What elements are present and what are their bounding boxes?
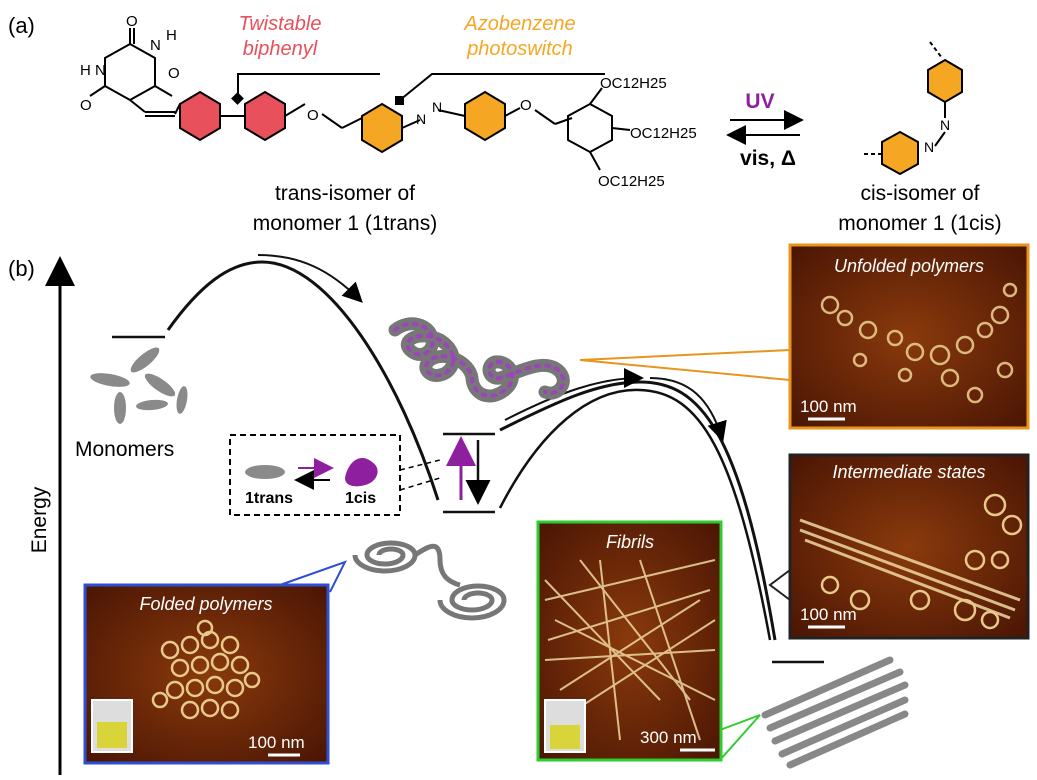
fibril-bundle-cartoon bbox=[761, 656, 909, 769]
unfolded-callout bbox=[579, 349, 791, 381]
atom-n: N bbox=[432, 99, 442, 115]
energy-axis-label: Energy bbox=[28, 486, 51, 553]
afm-folded-title: Folded polymers bbox=[139, 594, 272, 614]
biphenyl-rings bbox=[174, 90, 306, 142]
afm-intermediate-scale: 100 nm bbox=[800, 605, 857, 624]
intermediate-callout bbox=[768, 569, 791, 601]
panel-b-label: (b) bbox=[8, 256, 35, 281]
linker bbox=[321, 113, 363, 129]
barbiturate-group bbox=[89, 28, 175, 117]
azobenzene-rings bbox=[361, 90, 521, 154]
afm-unfolded-scale: 100 nm bbox=[800, 397, 857, 416]
chain-label: OC12H25 bbox=[598, 173, 665, 190]
monomer-cluster bbox=[90, 347, 188, 424]
folded-callout bbox=[279, 560, 348, 593]
twistable-label: Twistable bbox=[239, 13, 322, 35]
afm-fibrils-title: Fibrils bbox=[606, 532, 654, 552]
azobenzene-pointer-tip bbox=[395, 96, 404, 105]
biphenyl-label: biphenyl bbox=[243, 38, 318, 60]
afm-intermediate-title: Intermediate states bbox=[832, 462, 985, 482]
twistable-pointer bbox=[237, 73, 380, 98]
cis-caption-line1: cis-isomer of bbox=[860, 182, 979, 205]
inset-connector bbox=[399, 459, 441, 471]
atom-n: N bbox=[924, 139, 934, 155]
afm-folded-scale: 100 nm bbox=[248, 733, 305, 752]
panel-a-label: (a) bbox=[8, 13, 35, 38]
photoswitch-label: photoswitch bbox=[466, 38, 573, 60]
inset-connector bbox=[399, 477, 441, 491]
atom-n: N bbox=[940, 117, 950, 133]
trans-monomer-shape bbox=[245, 465, 285, 479]
uv-label: UV bbox=[745, 90, 774, 113]
energy-landscape bbox=[112, 254, 824, 664]
atom-o: O bbox=[307, 107, 319, 124]
afm-unfolded: Unfolded polymers 100 nm bbox=[788, 243, 1030, 430]
cis-monomer-shape bbox=[345, 457, 378, 487]
azobenzene-pointer bbox=[399, 73, 605, 101]
inset-cis-label: 1cis bbox=[345, 490, 376, 507]
afm-intermediate: Intermediate states 100 nm bbox=[788, 453, 1030, 640]
atom-o: O bbox=[126, 13, 138, 30]
unfolded-polymer-cis-dots bbox=[393, 321, 566, 398]
afm-folded: Folded polymers 100 nm bbox=[83, 583, 330, 765]
atom-o: O bbox=[520, 97, 532, 114]
azobenzene-label: Azobenzene bbox=[463, 13, 575, 35]
chain-label: OC12H25 bbox=[600, 75, 667, 92]
trans-caption-line2: monomer 1 (1trans) bbox=[253, 212, 437, 235]
twistable-pointer-tip bbox=[231, 92, 244, 105]
afm-fibrils-scale: 300 nm bbox=[640, 728, 697, 747]
cis-isomer-structure bbox=[862, 41, 963, 176]
atom-n: N bbox=[95, 62, 106, 79]
afm-unfolded-title: Unfolded polymers bbox=[834, 256, 984, 276]
trisubstituted-ring bbox=[534, 87, 631, 171]
folded-polymer-cartoon bbox=[352, 540, 507, 621]
atom-o: O bbox=[80, 97, 92, 114]
atom-h: H bbox=[166, 27, 177, 44]
atom-o: O bbox=[168, 65, 180, 82]
trans-caption-line1: trans-isomer of bbox=[275, 182, 415, 205]
atom-n: N bbox=[150, 37, 161, 54]
atom-n: N bbox=[416, 111, 426, 127]
chain-label: OC12H25 bbox=[630, 125, 697, 142]
cis-caption-line2: monomer 1 (1cis) bbox=[838, 212, 1001, 235]
fibrils-callout bbox=[719, 714, 761, 761]
monomers-label: Monomers bbox=[75, 438, 174, 461]
inset-trans-label: 1trans bbox=[245, 490, 293, 507]
afm-fibrils: Fibrils 300 nm bbox=[536, 520, 723, 762]
atom-h: H bbox=[80, 62, 91, 79]
vis-label: vis, Δ bbox=[740, 147, 796, 170]
